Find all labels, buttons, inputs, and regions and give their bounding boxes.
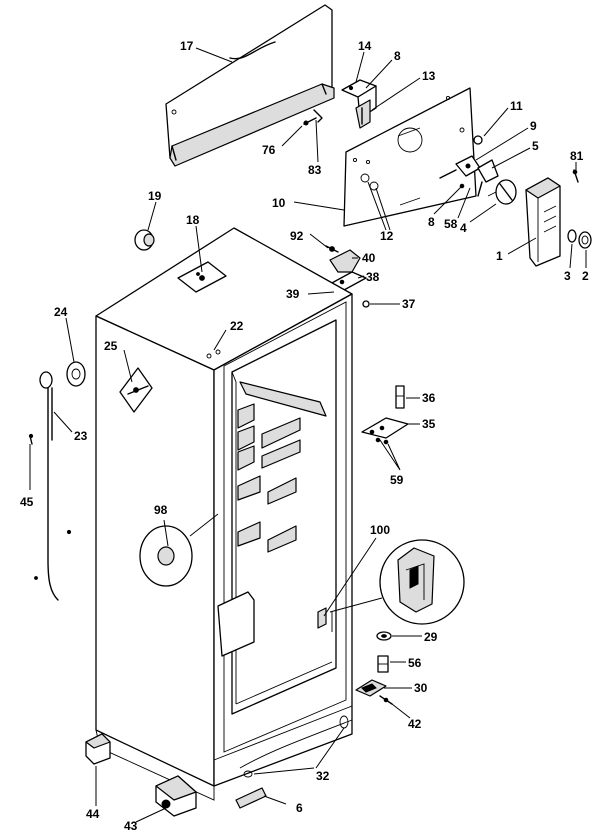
callout-45: 45 (20, 495, 34, 509)
callout-9: 9 (530, 119, 537, 133)
part-92-screw (325, 245, 339, 253)
callout-44: 44 (86, 807, 100, 821)
part-59-screws (375, 437, 389, 445)
part-9-thermostat (439, 155, 481, 179)
part-23-rod (39, 371, 59, 601)
callout-32: 32 (316, 769, 330, 783)
callout-38: 38 (366, 270, 380, 284)
part-5-capillary-tube (477, 159, 499, 197)
callout-3: 3 (564, 269, 571, 283)
callout-10: 10 (272, 196, 286, 210)
callout-5: 5 (532, 139, 539, 153)
part-56-pin (377, 655, 389, 673)
part-42-screw (379, 695, 393, 705)
part-35-center-hinge (361, 417, 409, 439)
callout-92: 92 (290, 229, 304, 243)
part-100-detail-inset (317, 539, 465, 629)
callout-25: 25 (104, 339, 118, 353)
part-30-bottom-hinge (355, 679, 387, 697)
cabinet (95, 227, 353, 801)
part-76-screw (303, 117, 317, 126)
part-11-washer (473, 135, 483, 145)
callout-17: 17 (180, 39, 194, 53)
part-37-screw (362, 300, 370, 308)
part-2-lamp (578, 231, 592, 249)
callout-36: 36 (422, 391, 436, 405)
callout-2: 2 (582, 269, 589, 283)
callout-14: 14 (358, 39, 372, 53)
part-29-washer (376, 631, 392, 641)
callout-4: 4 (460, 221, 467, 235)
callout-11: 11 (510, 99, 523, 113)
part-13-clip (355, 99, 371, 129)
callout-42: 42 (408, 717, 422, 731)
part-24-washer (66, 361, 86, 387)
part-4-knob (487, 179, 517, 205)
callout-40: 40 (362, 251, 376, 265)
part-1-control-housing (525, 177, 561, 267)
callout-1: 1 (496, 249, 503, 263)
callout-81: 81 (570, 149, 584, 163)
part-6-toe-grille (235, 787, 267, 809)
callout-58: 58 (444, 217, 458, 231)
callout-19: 19 (148, 189, 162, 203)
part-43-roller (155, 775, 197, 817)
callout-12: 12 (380, 229, 394, 243)
part-17-top-cover (165, 4, 335, 167)
part-19-plug (134, 229, 155, 251)
part-81-screw (572, 169, 579, 183)
callout-100: 100 (370, 523, 390, 537)
leader-lines (29, 47, 587, 823)
callout-22: 22 (230, 319, 244, 333)
part-40-hinge-cover (329, 249, 361, 273)
callout-76: 76 (262, 143, 276, 157)
callout-8: 8 (428, 215, 435, 229)
callout-24: 24 (54, 305, 68, 319)
callout-8: 8 (394, 49, 401, 63)
callout-59: 59 (390, 473, 404, 487)
callout-98: 98 (154, 503, 168, 517)
callout-23: 23 (74, 429, 88, 443)
callout-labels: 17 14 8 13 11 9 76 83 5 81 19 10 8 58 4 … (20, 39, 589, 833)
callout-6: 6 (296, 801, 303, 815)
part-83-screw (313, 109, 323, 123)
callout-37: 37 (402, 297, 416, 311)
part-3-lamp-socket (567, 229, 577, 243)
callout-35: 35 (422, 417, 436, 431)
part-36-pin (395, 385, 405, 409)
callout-83: 83 (308, 163, 322, 177)
callout-13: 13 (422, 69, 436, 83)
part-98-disc (139, 513, 219, 587)
part-18-top-plate (177, 261, 227, 293)
callout-18: 18 (186, 213, 200, 227)
part-44-foot (85, 733, 111, 765)
callout-56: 56 (408, 656, 422, 670)
callout-39: 39 (286, 287, 300, 301)
part-45-screw (28, 433, 72, 580)
callout-43: 43 (124, 819, 138, 833)
callout-30: 30 (414, 681, 428, 695)
callout-29: 29 (424, 630, 438, 644)
part-25-bracket (119, 367, 153, 413)
